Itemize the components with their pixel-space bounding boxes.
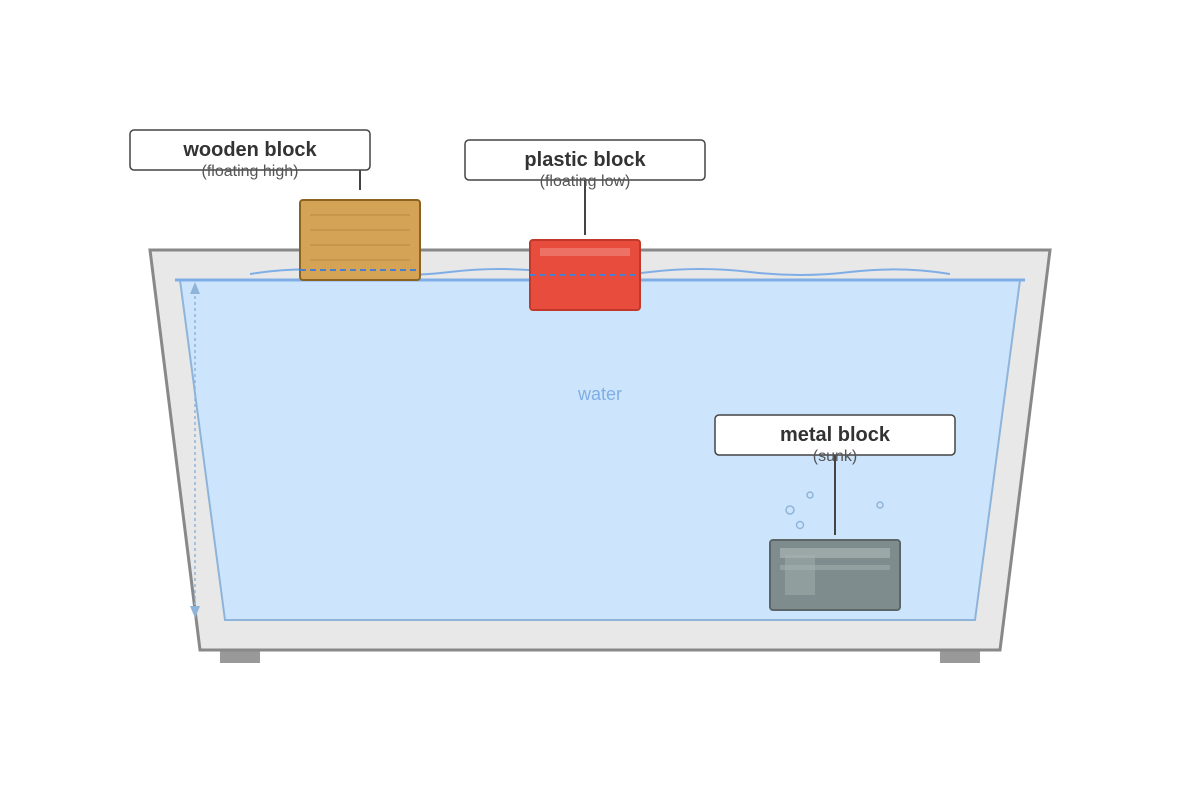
depth-arrow-down-icon: [190, 606, 200, 618]
metal-callout-subtitle: (sunk): [813, 448, 857, 465]
tank-foot-right: [940, 648, 980, 663]
plastic-callout-title: plastic block: [524, 149, 646, 171]
bubble: [795, 520, 805, 530]
wood-callout: wooden block (floating high): [129, 129, 371, 180]
wood-callout-subtitle: (floating high): [202, 163, 299, 180]
bubble: [806, 491, 814, 499]
depth-arrow-up-icon: [190, 282, 200, 294]
metal-callout: metal block (sunk): [714, 414, 956, 465]
metal-reflection: [785, 555, 815, 595]
water-label: water: [577, 384, 622, 404]
bubble: [876, 501, 884, 509]
plastic-highlight: [540, 248, 630, 256]
bubble: [785, 505, 795, 515]
metal-callout-title: metal block: [780, 424, 891, 446]
metal-shine: [780, 565, 890, 570]
wooden-block: [299, 199, 421, 281]
plastic-callout-subtitle: (floating low): [540, 173, 631, 190]
plastic-callout: plastic block (floating low): [464, 139, 706, 190]
wood-callout-title: wooden block: [182, 139, 317, 161]
metal-shine: [780, 548, 890, 558]
metal-block: [769, 539, 901, 611]
tank-foot-left: [220, 648, 260, 663]
